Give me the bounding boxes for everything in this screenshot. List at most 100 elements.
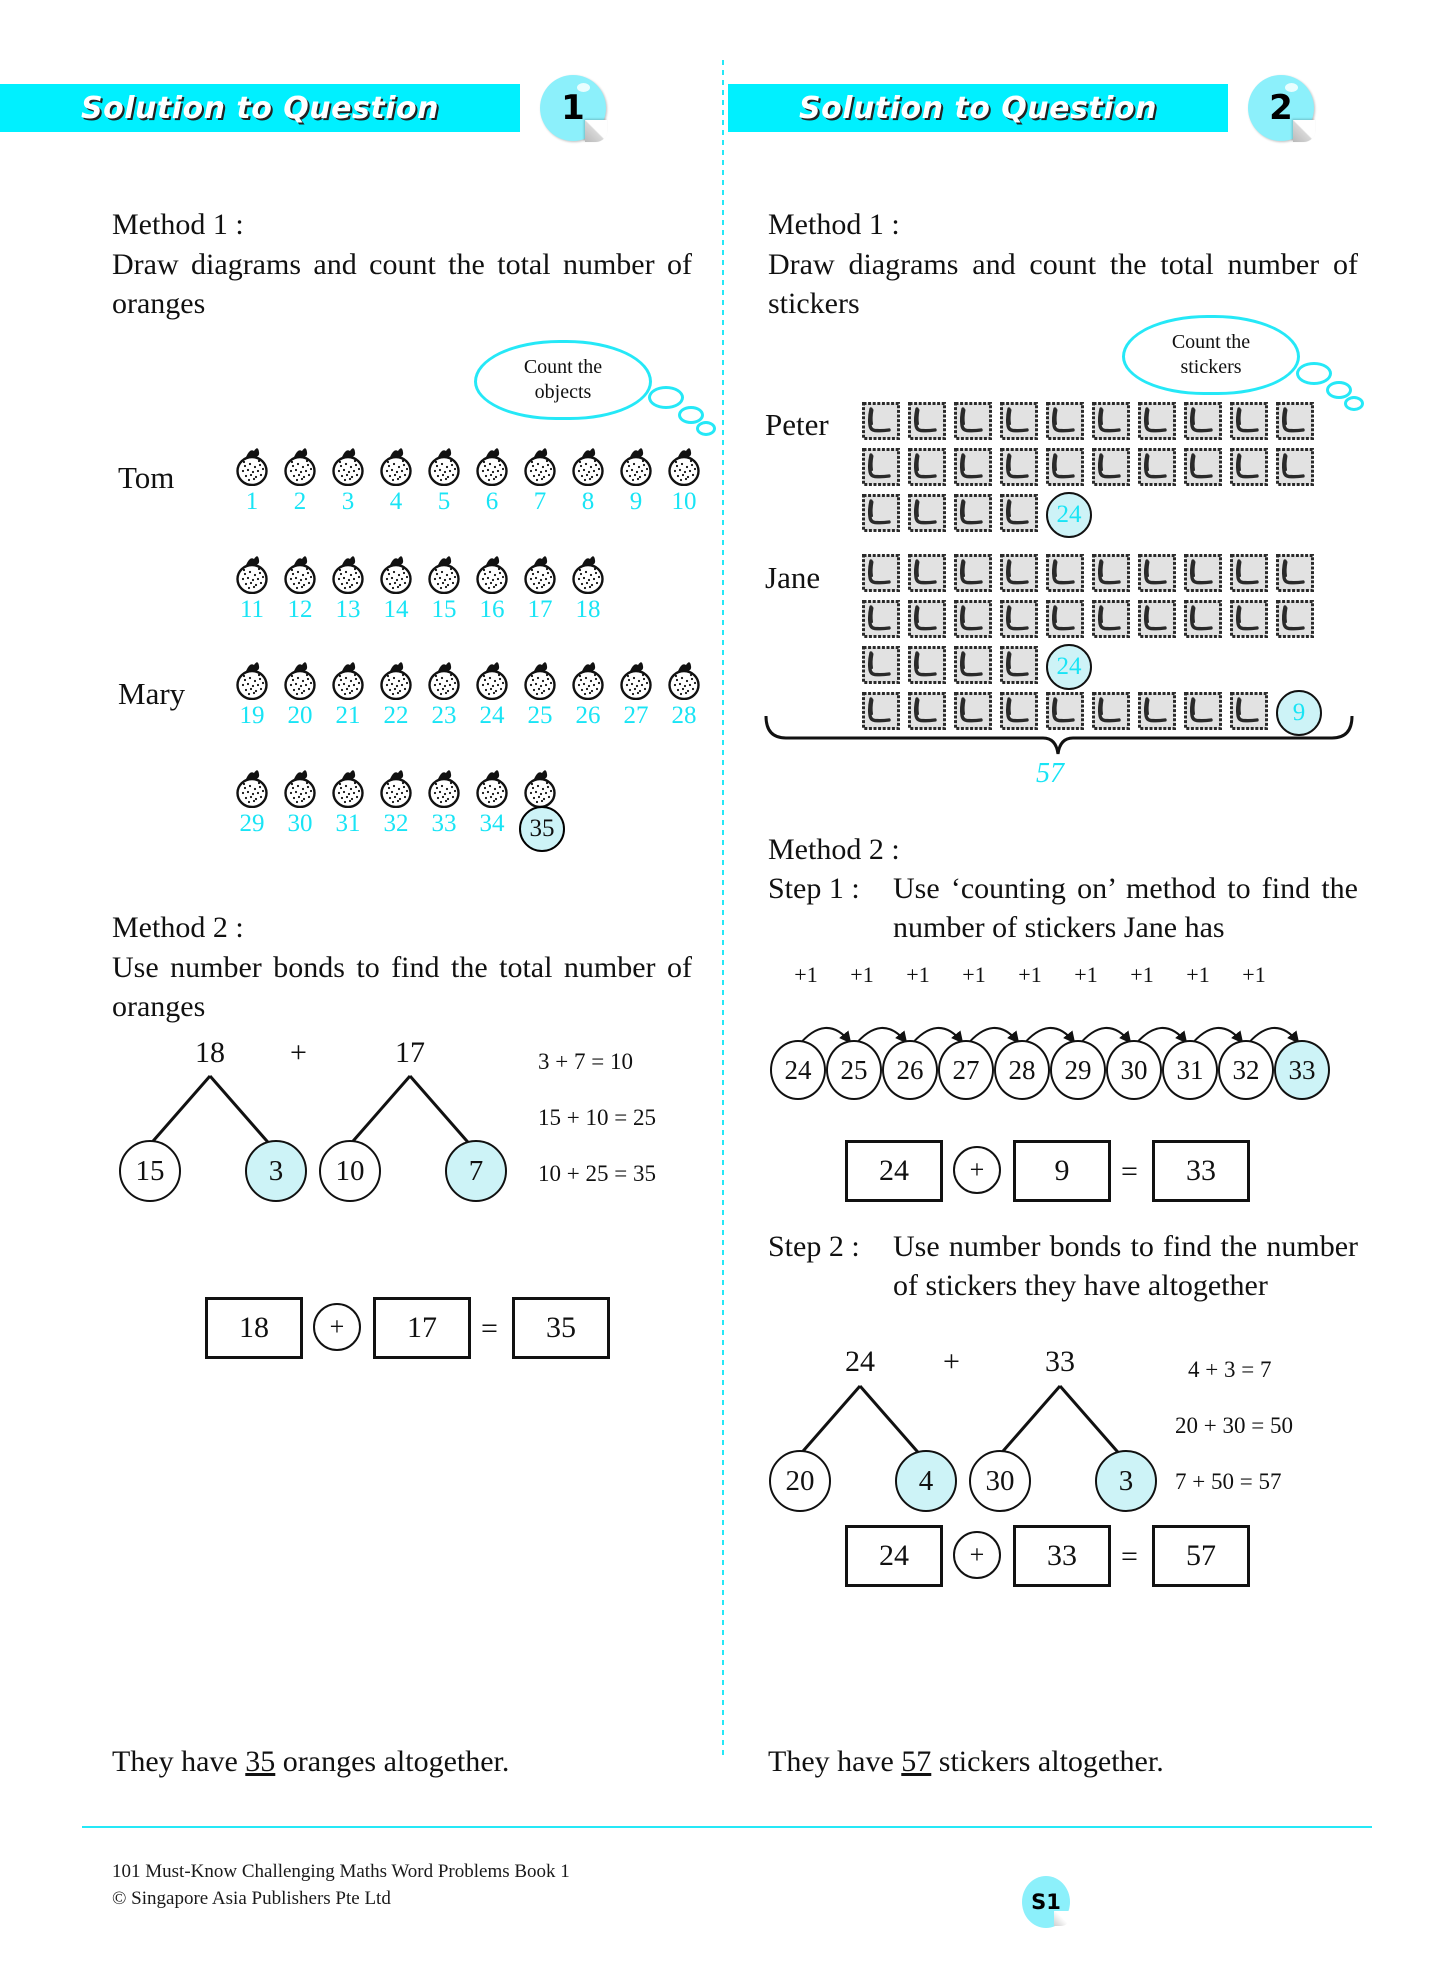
orange-icon [284,770,316,808]
left-bond2-total: 17 [395,1036,425,1069]
orange-count-label: 23 [431,702,457,729]
counting-on-step-label: +1 [1242,962,1266,987]
counting-on-oval: 32 [1218,1040,1274,1100]
sticker-icon [954,600,992,638]
orange-icon [284,448,316,486]
sticker-icon [1000,600,1038,638]
orange-icon [572,662,604,700]
orange-count-label: 13 [335,596,361,623]
left-method1-label: Method 1 : [112,208,244,241]
sticker-icon [1230,692,1268,730]
sticker-count-circled: 24 [1046,492,1092,538]
sticker-icon [1184,402,1222,440]
right-conclusion-pre: They have [768,1745,902,1778]
orange-count-label: 24 [479,702,505,729]
orange-count-label: 25 [527,702,553,729]
sticker-icon [1046,554,1084,592]
orange-count-label: 27 [623,702,649,729]
orange-icon [236,448,268,486]
orange-icon [524,448,556,486]
page-badge-fold-icon [1054,1911,1069,1926]
left-equation-result: 35 [512,1297,610,1359]
footer-line-1: 101 Must-Know Challenging Maths Word Pro… [112,1861,570,1882]
orange-icon [236,770,268,808]
sticker-icon [908,402,946,440]
badge-fold-icon [585,120,607,142]
orange-icon [332,556,364,594]
sticker-icon [954,402,992,440]
right-bond2-total: 33 [1045,1345,1075,1378]
orange-count-label: 1 [245,488,259,515]
left-bond-branches [145,1075,475,1149]
orange-icon [428,556,460,594]
sticker-icon [1092,600,1130,638]
footer-text: 101 Must-Know Challenging Maths Word Pro… [112,1858,570,1912]
left-thought-bubble: Count the objects [474,340,652,420]
orange-count-label: 26 [575,702,601,729]
right-bubble-line2: stickers [1180,356,1242,378]
sticker-icon [1184,554,1222,592]
right-bond-branches [795,1385,1125,1459]
right-side-equation-1: 4 + 3 = 7 [1188,1357,1272,1382]
orange-count-label: 4 [389,488,403,515]
sticker-icon [1000,646,1038,684]
sticker-count-circled: 9 [1276,690,1322,736]
orange-icon [284,662,316,700]
sticker-icon [908,692,946,730]
sticker-icon [1184,692,1222,730]
counting-on-step-label: +1 [906,962,930,987]
left-conclusion-value: 35 [245,1745,276,1778]
sticker-icon [1184,600,1222,638]
sticker-icon [908,646,946,684]
sticker-icon [1000,554,1038,592]
orange-icon [668,662,700,700]
sticker-icon [908,600,946,638]
right-step1-label: Step 1 : [768,872,860,905]
right-step2-text: Use number bonds to find the number of s… [893,1230,1358,1302]
right-banner-title: Solution to Question [799,90,1157,126]
right-equation-result: 57 [1152,1525,1250,1587]
page-number-label: S1 [1031,1890,1061,1914]
orange-icon [572,556,604,594]
left-equation-operator: + [313,1303,361,1351]
page-number-badge: S1 [1022,1876,1070,1928]
left-question-badge: 1 [540,75,607,142]
orange-count-label: 10 [671,488,697,515]
orange-icon [476,448,508,486]
counting-on-step-label: +1 [962,962,986,987]
sticker-icon [862,692,900,730]
right-bond2-part1: 30 [969,1450,1031,1512]
right-step1-text: Use ‘counting on’ method to find the num… [893,872,1358,944]
sticker-icon [1046,600,1084,638]
sticker-icon [862,646,900,684]
orange-count-label: 5 [437,488,451,515]
right-conclusion: They have 57 stickers altogether. [768,1742,1368,1781]
bubble-tail-dot-1 [1296,362,1332,385]
right-thought-bubble: Count the stickers [1122,315,1300,395]
right-person-1-label: Peter [765,407,829,442]
right-equation-operator: + [953,1531,1001,1579]
left-question-number: 1 [561,88,585,128]
counting-on-oval: 28 [994,1040,1050,1100]
counting-on-oval: 26 [882,1040,938,1100]
bubble-tail-dot-3 [1344,396,1364,411]
sticker-icon [1276,554,1314,592]
orange-count-label: 16 [479,596,505,623]
orange-count-label: 33 [431,810,457,837]
orange-count-label: 8 [581,488,595,515]
orange-icon [428,662,460,700]
orange-icon [284,556,316,594]
right-method1-label: Method 1 : [768,208,900,241]
badge-shine-icon [577,83,590,92]
right-question-badge: 2 [1248,75,1315,142]
right-step1-operator: + [953,1146,1001,1194]
sticker-icon [1046,448,1084,486]
sticker-icon [862,554,900,592]
left-equation-equals: = [481,1312,498,1345]
left-method2-text: Use number bonds to find the total numbe… [112,951,692,1023]
sticker-icon [1000,448,1038,486]
left-bond1-total: 18 [195,1036,225,1069]
orange-icon [524,556,556,594]
left-bubble-line1: Count the [523,356,603,378]
counting-on-oval: 33 [1274,1040,1330,1100]
